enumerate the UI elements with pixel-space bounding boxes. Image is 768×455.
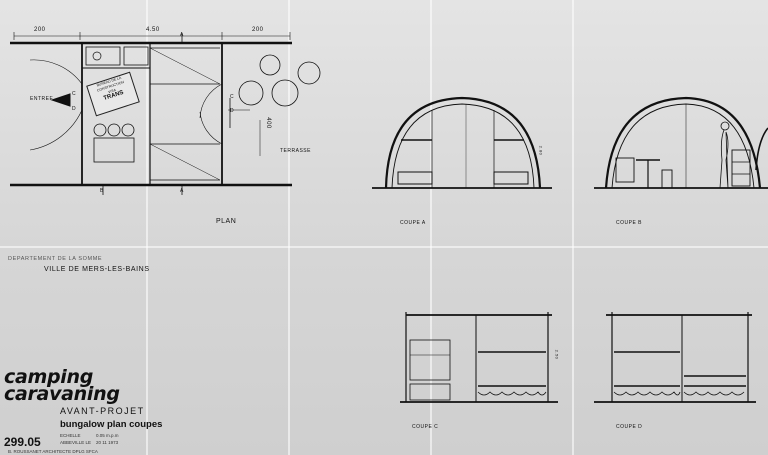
scale-label: ECHELLE <box>60 433 81 438</box>
coupe-c-label: COUPE C <box>412 424 439 430</box>
dim-label: 400 <box>264 117 271 129</box>
fold-line <box>288 0 290 455</box>
dim-label: 4.50 <box>146 27 160 33</box>
plan-title: PLAN <box>216 218 237 225</box>
phase-label: AVANT-PROJET <box>60 406 145 416</box>
architect-label: B. ROUSSANET ARCHITECTE DPLG SFCA <box>8 449 98 454</box>
drawing-number: 299.05 <box>4 435 41 449</box>
subject-label: bungalow plan coupes <box>60 419 163 430</box>
dim-label: 200 <box>252 27 264 33</box>
fold-line <box>0 246 768 248</box>
logo-caravaning: caravaning <box>4 383 120 405</box>
entrance-arrow <box>50 93 71 107</box>
department-label: DEPARTEMENT DE LA SOMME <box>8 256 103 262</box>
fold-line <box>430 0 432 455</box>
plan-kitchen <box>85 46 121 66</box>
section-marker: B <box>100 188 104 194</box>
date-value: 20 11 1973 <box>96 440 119 445</box>
height-label: 2.50 <box>554 349 560 360</box>
logo-camping: camping <box>4 366 94 388</box>
coupe-a-label: COUPE A <box>400 220 426 226</box>
fold-line <box>146 0 148 455</box>
coupe-b-label: COUPE B <box>616 220 643 226</box>
section-marker: D <box>72 106 77 112</box>
coupe-a-vault <box>384 96 542 189</box>
plan-table <box>93 137 135 163</box>
section-marker: A <box>180 188 184 194</box>
date-label: ABBEVILLE LE <box>60 440 92 445</box>
dim-label: 200 <box>34 27 46 33</box>
plan-bungalow <box>81 42 223 186</box>
section-marker: C <box>230 94 235 100</box>
coupe-b-vault <box>604 96 762 189</box>
town-label: VILLE DE MERS-LES-BAINS <box>44 266 150 273</box>
door-swing <box>29 59 83 85</box>
section-marker: D <box>230 108 235 114</box>
human-figure <box>719 129 729 189</box>
section-marker: A <box>180 32 184 38</box>
scale-value: 0.05 m.p.m <box>96 433 119 438</box>
height-label: 2.80 <box>538 145 544 156</box>
coupe-d-label: COUPE D <box>616 424 643 430</box>
terrasse-label: TERRASSE <box>280 148 311 154</box>
fold-line <box>572 0 574 455</box>
entree-label: ENTREE <box>30 96 54 102</box>
section-marker: C <box>72 91 77 97</box>
